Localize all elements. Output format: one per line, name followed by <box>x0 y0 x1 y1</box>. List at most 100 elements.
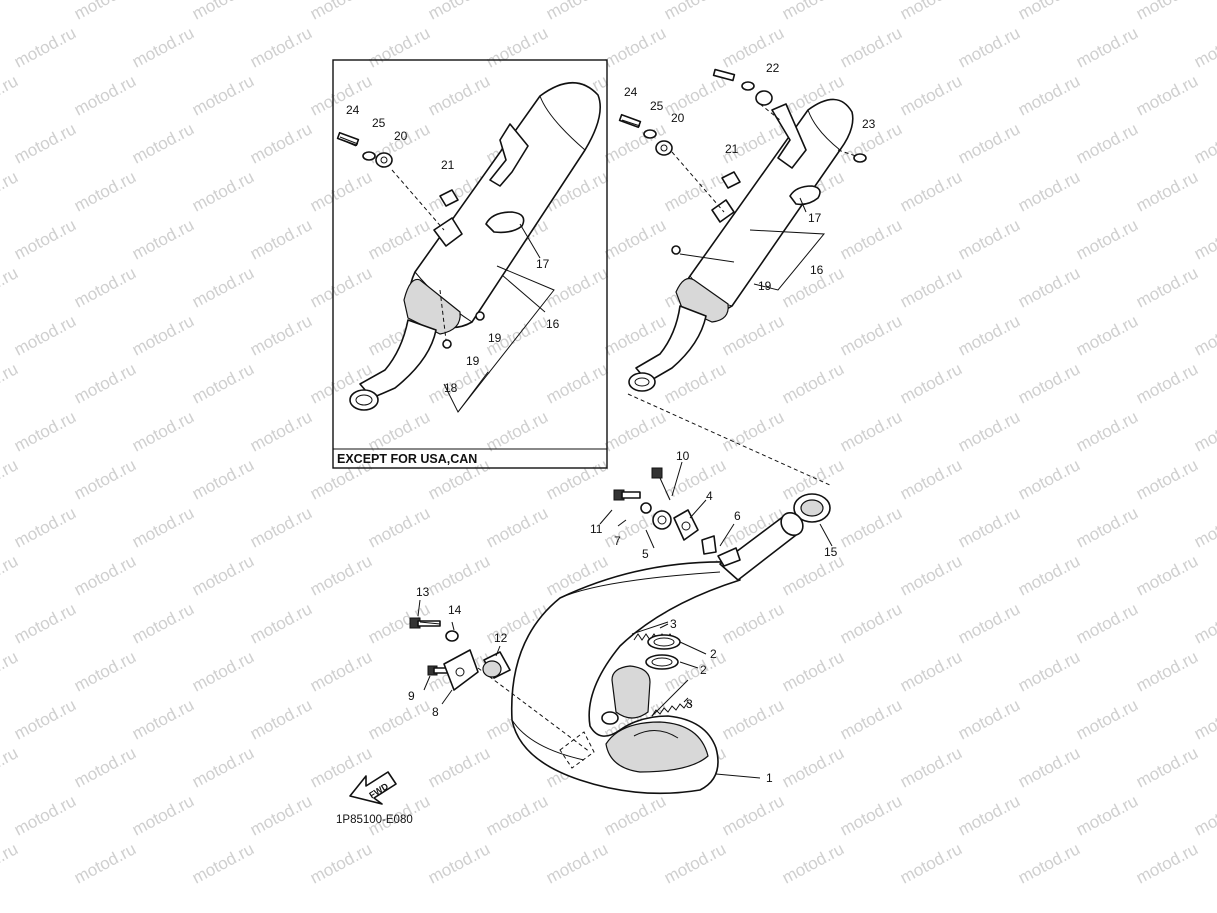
watermark-text: motod.ru <box>1191 695 1217 743</box>
watermark-text: motod.ru <box>71 743 139 791</box>
watermark-text: motod.ru <box>129 119 197 167</box>
watermark-text: motod.ru <box>719 791 787 839</box>
watermark-text: motod.ru <box>1073 407 1141 455</box>
watermark-text: motod.ru <box>307 551 375 599</box>
watermark-text: motod.ru <box>0 839 21 887</box>
bolt-10 <box>651 467 671 501</box>
watermark-text: motod.ru <box>955 791 1023 839</box>
gasket-2-upper <box>647 634 681 650</box>
watermark-text: motod.ru <box>719 599 787 647</box>
watermark-text: motod.ru <box>129 791 197 839</box>
watermark-text: motod.ru <box>897 0 965 24</box>
callout-inset-24: 24 <box>346 103 360 117</box>
watermark-text: motod.ru <box>129 503 197 551</box>
watermark-text: motod.ru <box>601 311 669 359</box>
watermark-text: motod.ru <box>543 263 611 311</box>
gasket-15 <box>793 493 831 523</box>
watermark-text: motod.ru <box>189 743 257 791</box>
watermark-text: motod.ru <box>11 215 79 263</box>
watermark-text: motod.ru <box>601 215 669 263</box>
inset-panel: EXCEPT FOR USA,CAN <box>332 59 608 469</box>
watermark-text: motod.ru <box>955 311 1023 359</box>
watermark-text: motod.ru <box>11 791 79 839</box>
callout-3a: 3 <box>670 617 677 631</box>
watermark-text: motod.ru <box>483 503 551 551</box>
bracket-8 <box>443 649 479 691</box>
watermark-text: motod.ru <box>955 407 1023 455</box>
watermark-text: motod.ru <box>837 407 905 455</box>
watermark-text: motod.ru <box>955 23 1023 71</box>
watermark-text: motod.ru <box>307 647 375 695</box>
watermark-text: motod.ru <box>1191 215 1217 263</box>
watermark-text: motod.ru <box>0 743 21 791</box>
watermark-text: motod.ru <box>189 167 257 215</box>
watermark-text: motod.ru <box>129 599 197 647</box>
watermark-text: motod.ru <box>1133 359 1201 407</box>
watermark-text: motod.ru <box>1015 743 1083 791</box>
watermark-text: motod.ru <box>307 839 375 887</box>
watermark-text: motod.ru <box>425 839 493 887</box>
inset-screw-19b <box>442 339 452 349</box>
watermark-text: motod.ru <box>483 23 551 71</box>
watermark-text: motod.ru <box>897 359 965 407</box>
watermark-text: motod.ru <box>11 119 79 167</box>
watermark-text: motod.ru <box>779 839 847 887</box>
watermark-text: motod.ru <box>425 743 493 791</box>
watermark-text: motod.ru <box>11 695 79 743</box>
connection-line <box>627 393 833 487</box>
watermark-text: motod.ru <box>307 263 375 311</box>
lower-mount-parts <box>409 599 511 705</box>
watermark-text: motod.ru <box>129 23 197 71</box>
watermark-text: motod.ru <box>129 407 197 455</box>
callout-main-16: 16 <box>810 263 824 277</box>
watermark-text: motod.ru <box>425 551 493 599</box>
callout-inset-19a: 19 <box>488 331 502 345</box>
callout-9: 9 <box>408 689 415 703</box>
callout-inset-17: 17 <box>536 257 550 271</box>
watermark-text: motod.ru <box>661 455 729 503</box>
callout-5: 5 <box>642 547 649 561</box>
inset-washer-25 <box>362 151 376 161</box>
main-washer-23 <box>853 153 867 163</box>
watermark-text: motod.ru <box>779 647 847 695</box>
callout-inset-21: 21 <box>441 158 455 172</box>
main-collar-20 <box>655 140 673 156</box>
watermark-text: motod.ru <box>247 695 315 743</box>
callout-14: 14 <box>448 603 462 617</box>
watermark-text: motod.ru <box>365 407 433 455</box>
watermark-text: motod.ru <box>661 839 729 887</box>
callout-11: 11 <box>590 522 603 536</box>
callout-main-17: 17 <box>808 211 822 225</box>
callout-main-23: 23 <box>862 117 876 131</box>
callout-4: 4 <box>706 489 713 503</box>
bracket-4 <box>673 509 699 541</box>
callout-inset-19b: 19 <box>466 354 480 368</box>
watermark-text: motod.ru <box>129 695 197 743</box>
watermark-text: motod.ru <box>779 359 847 407</box>
callout-inset-25: 25 <box>372 116 386 130</box>
watermark-text: motod.ru <box>247 407 315 455</box>
watermark-text: motod.ru <box>189 263 257 311</box>
watermark-text: motod.ru <box>247 791 315 839</box>
watermark-text: motod.ru <box>189 0 257 24</box>
inset-screw-19a <box>475 311 485 321</box>
watermark-text: motod.ru <box>483 407 551 455</box>
watermark-text: motod.ru <box>1133 455 1201 503</box>
watermark-text: motod.ru <box>1015 839 1083 887</box>
watermark-text: motod.ru <box>837 695 905 743</box>
watermark-text: motod.ru <box>247 599 315 647</box>
watermark-text: motod.ru <box>543 839 611 887</box>
callout-10: 10 <box>676 449 690 463</box>
watermark-text: motod.ru <box>779 743 847 791</box>
callout-8: 8 <box>432 705 439 719</box>
watermark-text: motod.ru <box>307 167 375 215</box>
watermark-text: motod.ru <box>0 551 21 599</box>
watermark-text: motod.ru <box>601 791 669 839</box>
callout-7: 7 <box>614 534 621 548</box>
watermark-text: motod.ru <box>897 839 965 887</box>
watermark-text: motod.ru <box>897 647 965 695</box>
watermark-text: motod.ru <box>661 647 729 695</box>
diagram-code: 1P85100-E080 <box>336 814 413 826</box>
watermark-text: motod.ru <box>11 311 79 359</box>
watermark-text: motod.ru <box>543 455 611 503</box>
